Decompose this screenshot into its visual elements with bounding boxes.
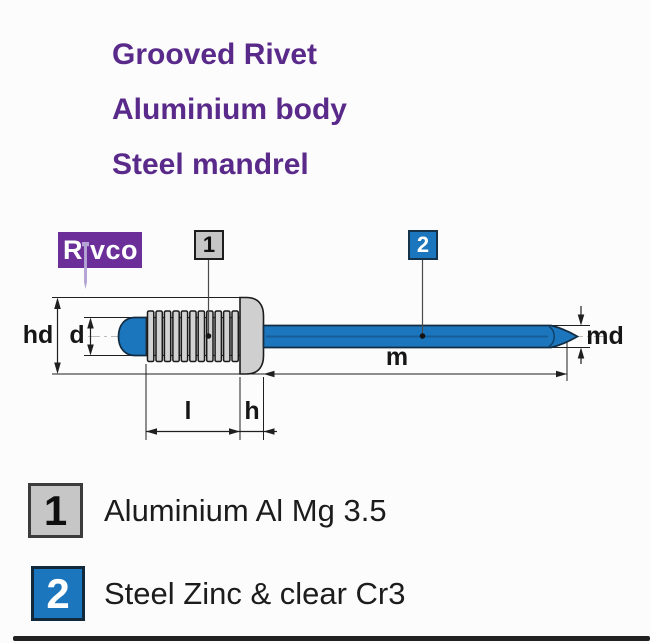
legend-number-1: 1 [43,486,68,534]
logo-letter-r: R [63,235,83,265]
legend-material-1: Aluminium Al Mg 3.5 [104,492,387,528]
page-bottom-edge [13,636,650,641]
callout-1-number: 1 [202,232,216,257]
page-title-line-1: Grooved Rivet [112,38,318,71]
rivet-shapes [117,296,580,375]
dim-label-hd: hd [22,321,54,349]
dim-label-m: m [385,343,409,371]
l-arrow-right [229,428,240,435]
hd-arrow-up [54,297,61,309]
l-arrow-left [146,428,157,435]
body-rib [189,310,197,363]
callout-2-mandrel-material: 2 [408,230,438,260]
legend-material-2: Steel Zinc & clear Cr3 [104,575,406,611]
body-rib [231,310,240,363]
rivet-flange-head [239,296,265,375]
mandrel-tip-curve [548,325,555,348]
body-rib [172,310,180,363]
leader-dot-1 [205,333,212,339]
body-rib [197,310,206,363]
m-arrow-right [556,370,567,378]
d-arrow-down [87,344,94,356]
leader-dot-2 [419,333,426,339]
body-rib [146,310,155,363]
mandrel-head-dome [117,316,148,357]
hd-arrow-down [54,362,61,374]
dimension-l-h [145,364,277,440]
callout-2-number: 2 [416,232,430,257]
body-rib [214,310,223,363]
dim-label-l: l [184,397,192,425]
body-rib [222,310,231,363]
body-rib [155,310,164,363]
md-arrow-down [577,314,585,326]
rivco-logo: R vco [58,232,142,268]
dimension-hd [52,297,567,375]
dim-label-h: h [244,397,260,425]
legend-badge-1: 1 [28,483,83,538]
dim-label-md: md [586,322,624,350]
rivet-pin-icon [82,242,89,289]
logo-letters-vco: vco [90,235,139,265]
md-arrow-up [577,347,585,359]
page-title-line-2: Aluminium body [112,93,347,126]
callout-1-body-material: 1 [194,230,224,260]
m-arrow-left [263,370,275,378]
callout-leaders [205,260,426,339]
d-arrow-up [87,317,94,329]
dimension-md [552,306,590,364]
legend-badge-2: 2 [31,566,85,621]
body-rib [180,310,189,363]
h-arrow-left [263,428,275,435]
legend-number-2: 2 [46,569,70,617]
dimension-m [263,340,568,381]
dim-label-d: d [69,321,85,349]
body-rib [163,310,172,363]
page-title-line-3: Steel mandrel [112,148,309,181]
